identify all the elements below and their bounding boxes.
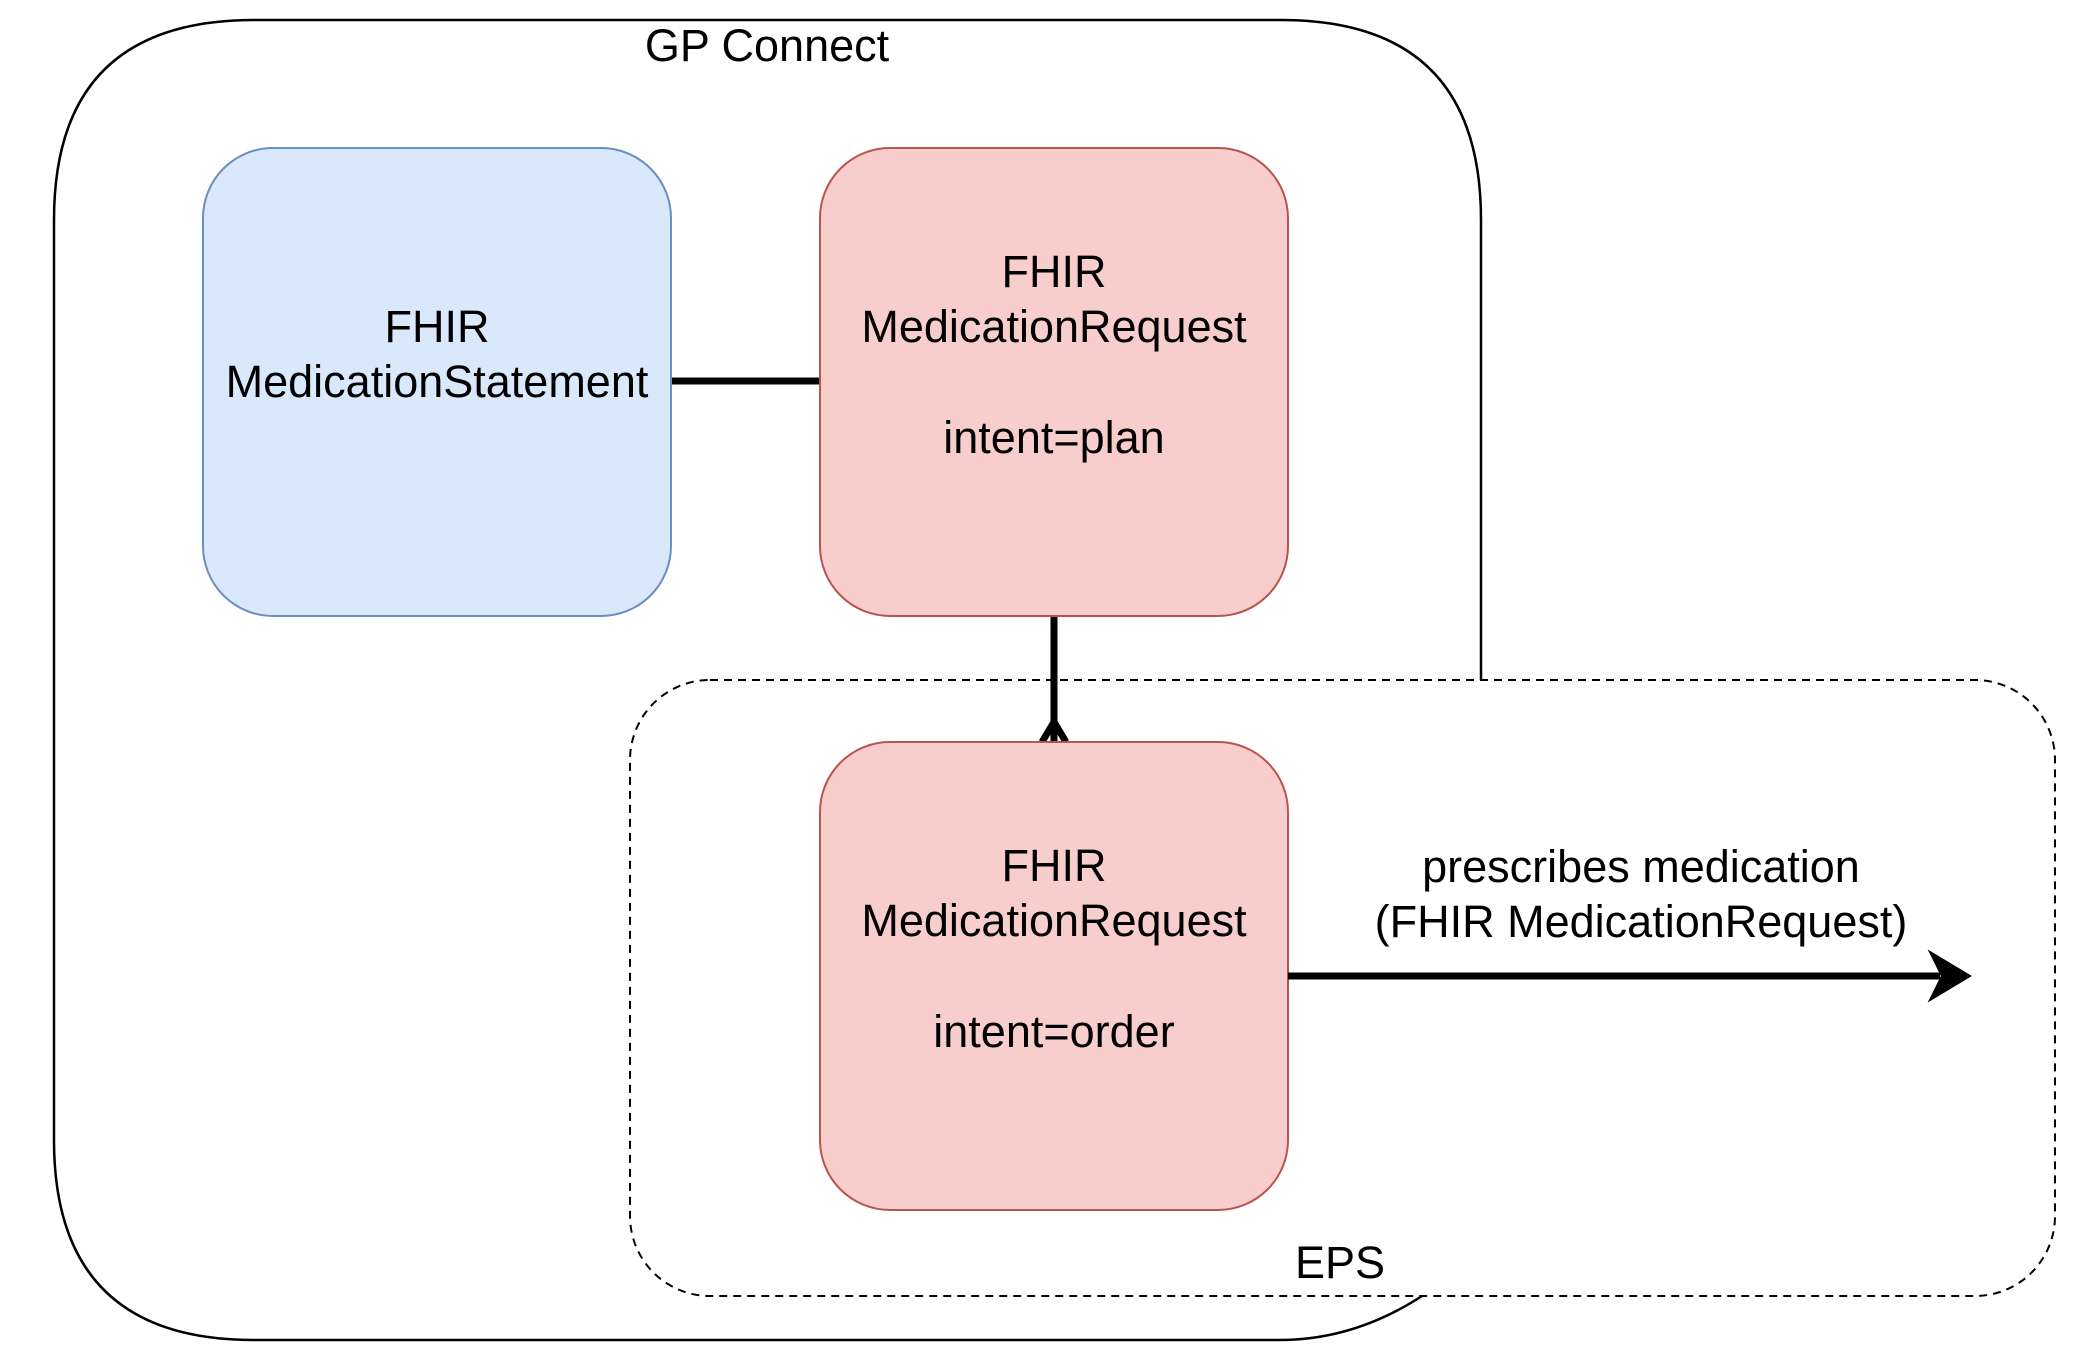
medication-request-order-line2: MedicationRequest xyxy=(861,895,1247,946)
prescribes-label-line1: prescribes medication xyxy=(1422,841,1860,892)
medication-request-plan-line2: MedicationRequest xyxy=(861,301,1247,352)
medication-request-order-line3: intent=order xyxy=(933,1006,1174,1057)
medication-statement-box xyxy=(202,147,672,617)
medication-statement-line2: MedicationStatement xyxy=(226,356,649,407)
medication-request-order-node: FHIR MedicationRequest intent=order xyxy=(819,741,1289,1211)
eps-label: EPS xyxy=(1295,1237,1385,1288)
medication-request-plan-line3: intent=plan xyxy=(943,412,1164,463)
gp-connect-container xyxy=(52,18,1483,1342)
gp-connect-label: GP Connect xyxy=(645,20,890,71)
medication-statement-line1: FHIR xyxy=(385,301,490,352)
medication-request-order-box xyxy=(819,741,1289,1211)
medication-request-plan-box xyxy=(819,147,1289,617)
prescribes-label-line2: (FHIR MedicationRequest) xyxy=(1375,896,1908,947)
medication-statement-node: FHIR MedicationStatement xyxy=(202,147,672,617)
medication-request-plan-line1: FHIR xyxy=(1002,246,1107,297)
medication-request-order-line1: FHIR xyxy=(1002,840,1107,891)
one-to-many-end-icon xyxy=(1038,718,1070,744)
arrow-head-icon xyxy=(1927,949,1972,1003)
medication-request-plan-node: FHIR MedicationRequest intent=plan xyxy=(819,147,1289,617)
